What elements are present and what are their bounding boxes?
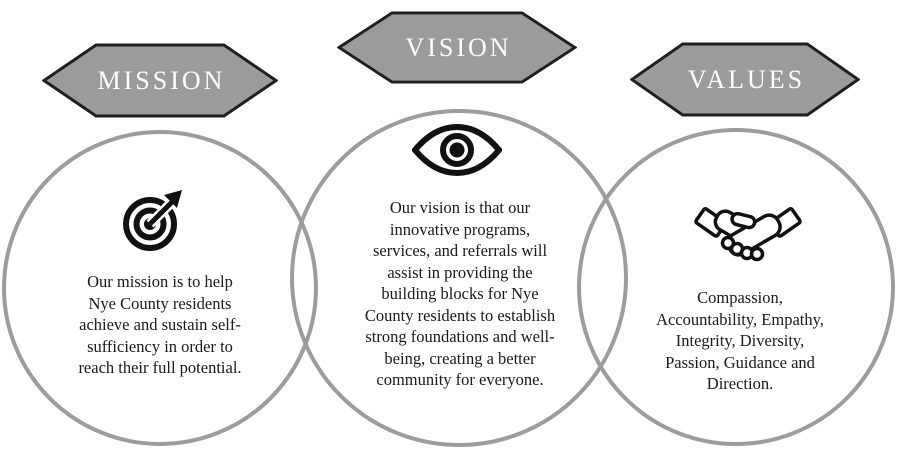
vision-banner: VISION <box>337 11 577 84</box>
vision-heading: VISION <box>405 32 512 62</box>
mission-statement: Our mission is to help Nye County reside… <box>78 272 242 377</box>
hexagon-shape <box>630 42 860 117</box>
values-heading: VALUES <box>687 64 806 94</box>
values-statement: Compassion, Accountability, Empathy, Int… <box>656 288 824 393</box>
handshake-icon <box>692 202 804 268</box>
vision-statement: Our vision is that our innovative progra… <box>364 198 556 389</box>
hexagon-shape <box>42 43 278 118</box>
values-banner: VALUES <box>630 42 860 117</box>
mission-banner: MISSION <box>42 43 278 118</box>
mission-heading: MISSION <box>97 65 226 95</box>
hexagon-shape <box>337 11 577 84</box>
target-arrow-icon <box>122 188 186 252</box>
values-circle <box>577 128 895 446</box>
eye-icon <box>412 123 502 177</box>
